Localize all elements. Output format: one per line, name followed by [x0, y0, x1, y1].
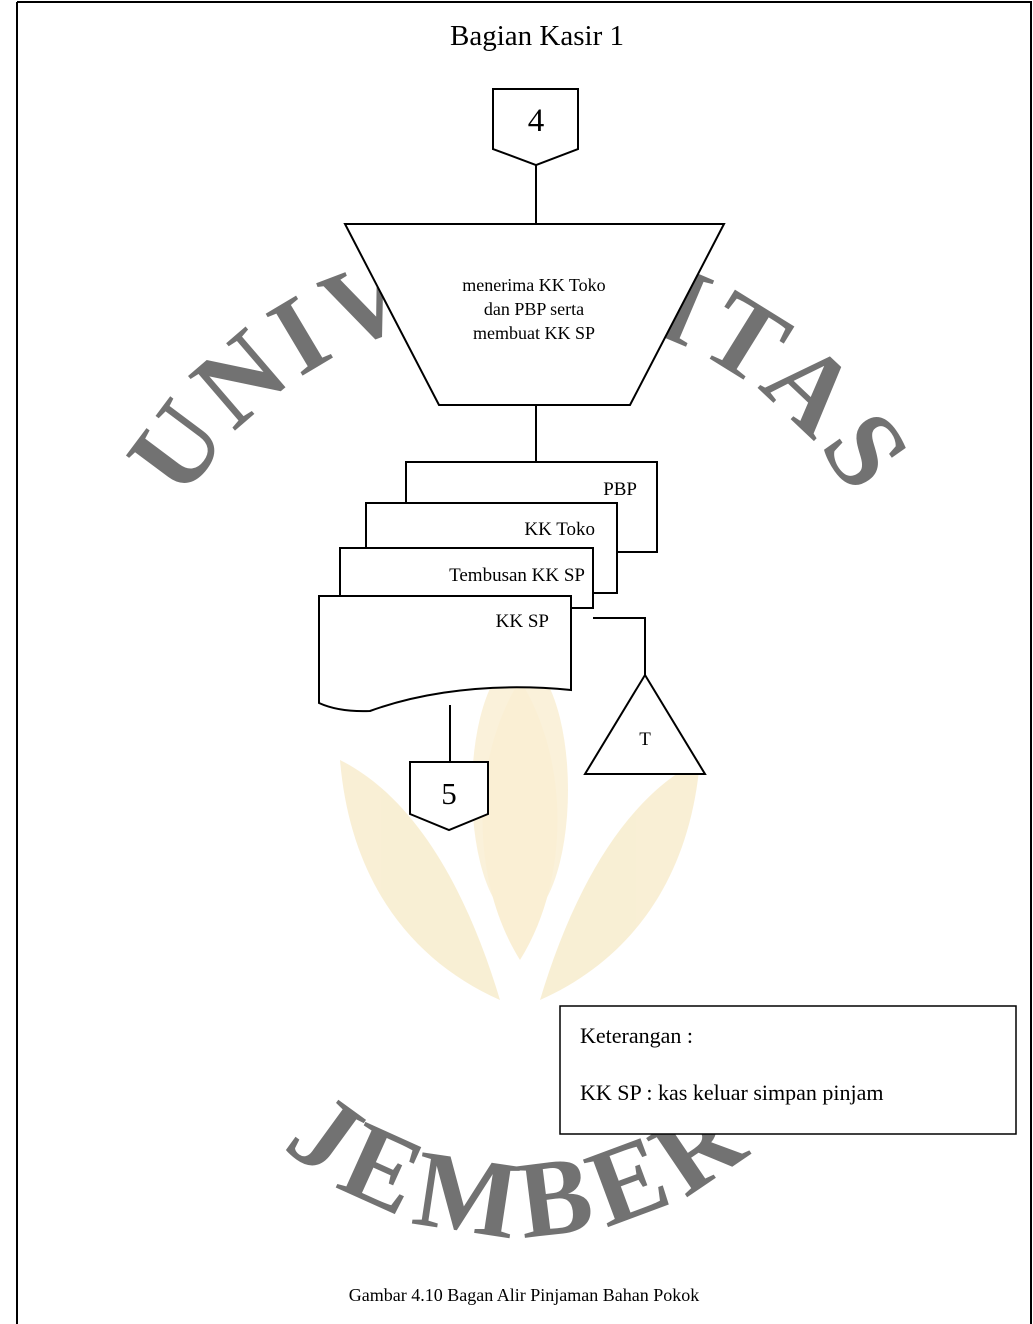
flow-line-to-file	[593, 617, 646, 675]
offpage-connector-out-label: 5	[441, 776, 457, 811]
offpage-connector-out	[409, 761, 489, 832]
process-line-3: membuat KK SP	[473, 323, 595, 343]
document-kk-sp-label: KK SP	[496, 611, 549, 632]
figure-caption: Gambar 4.10 Bagan Alir Pinjaman Bahan Po…	[349, 1285, 699, 1305]
swimlane-title: Bagian Kasir 1	[450, 20, 624, 52]
document-kk-sp	[318, 595, 572, 713]
legend-entry: KK SP : kas keluar simpan pinjam	[580, 1080, 884, 1105]
process-line-2: dan PBP serta	[484, 299, 584, 319]
file-storage-triangle	[583, 673, 707, 775]
offpage-connector-in	[492, 88, 579, 167]
file-storage-label: T	[639, 729, 651, 750]
legend-box	[559, 1005, 1017, 1135]
manual-process-shape	[343, 223, 726, 406]
offpage-connector-in-label: 4	[528, 103, 545, 139]
process-line-1: menerima KK Toko	[462, 275, 605, 295]
legend-title: Keterangan :	[580, 1023, 693, 1048]
document-tembusan-label: Tembusan KK SP	[449, 565, 585, 586]
document-pbp-label: PBP	[603, 479, 637, 500]
document-kk-toko-label: KK Toko	[524, 519, 595, 540]
